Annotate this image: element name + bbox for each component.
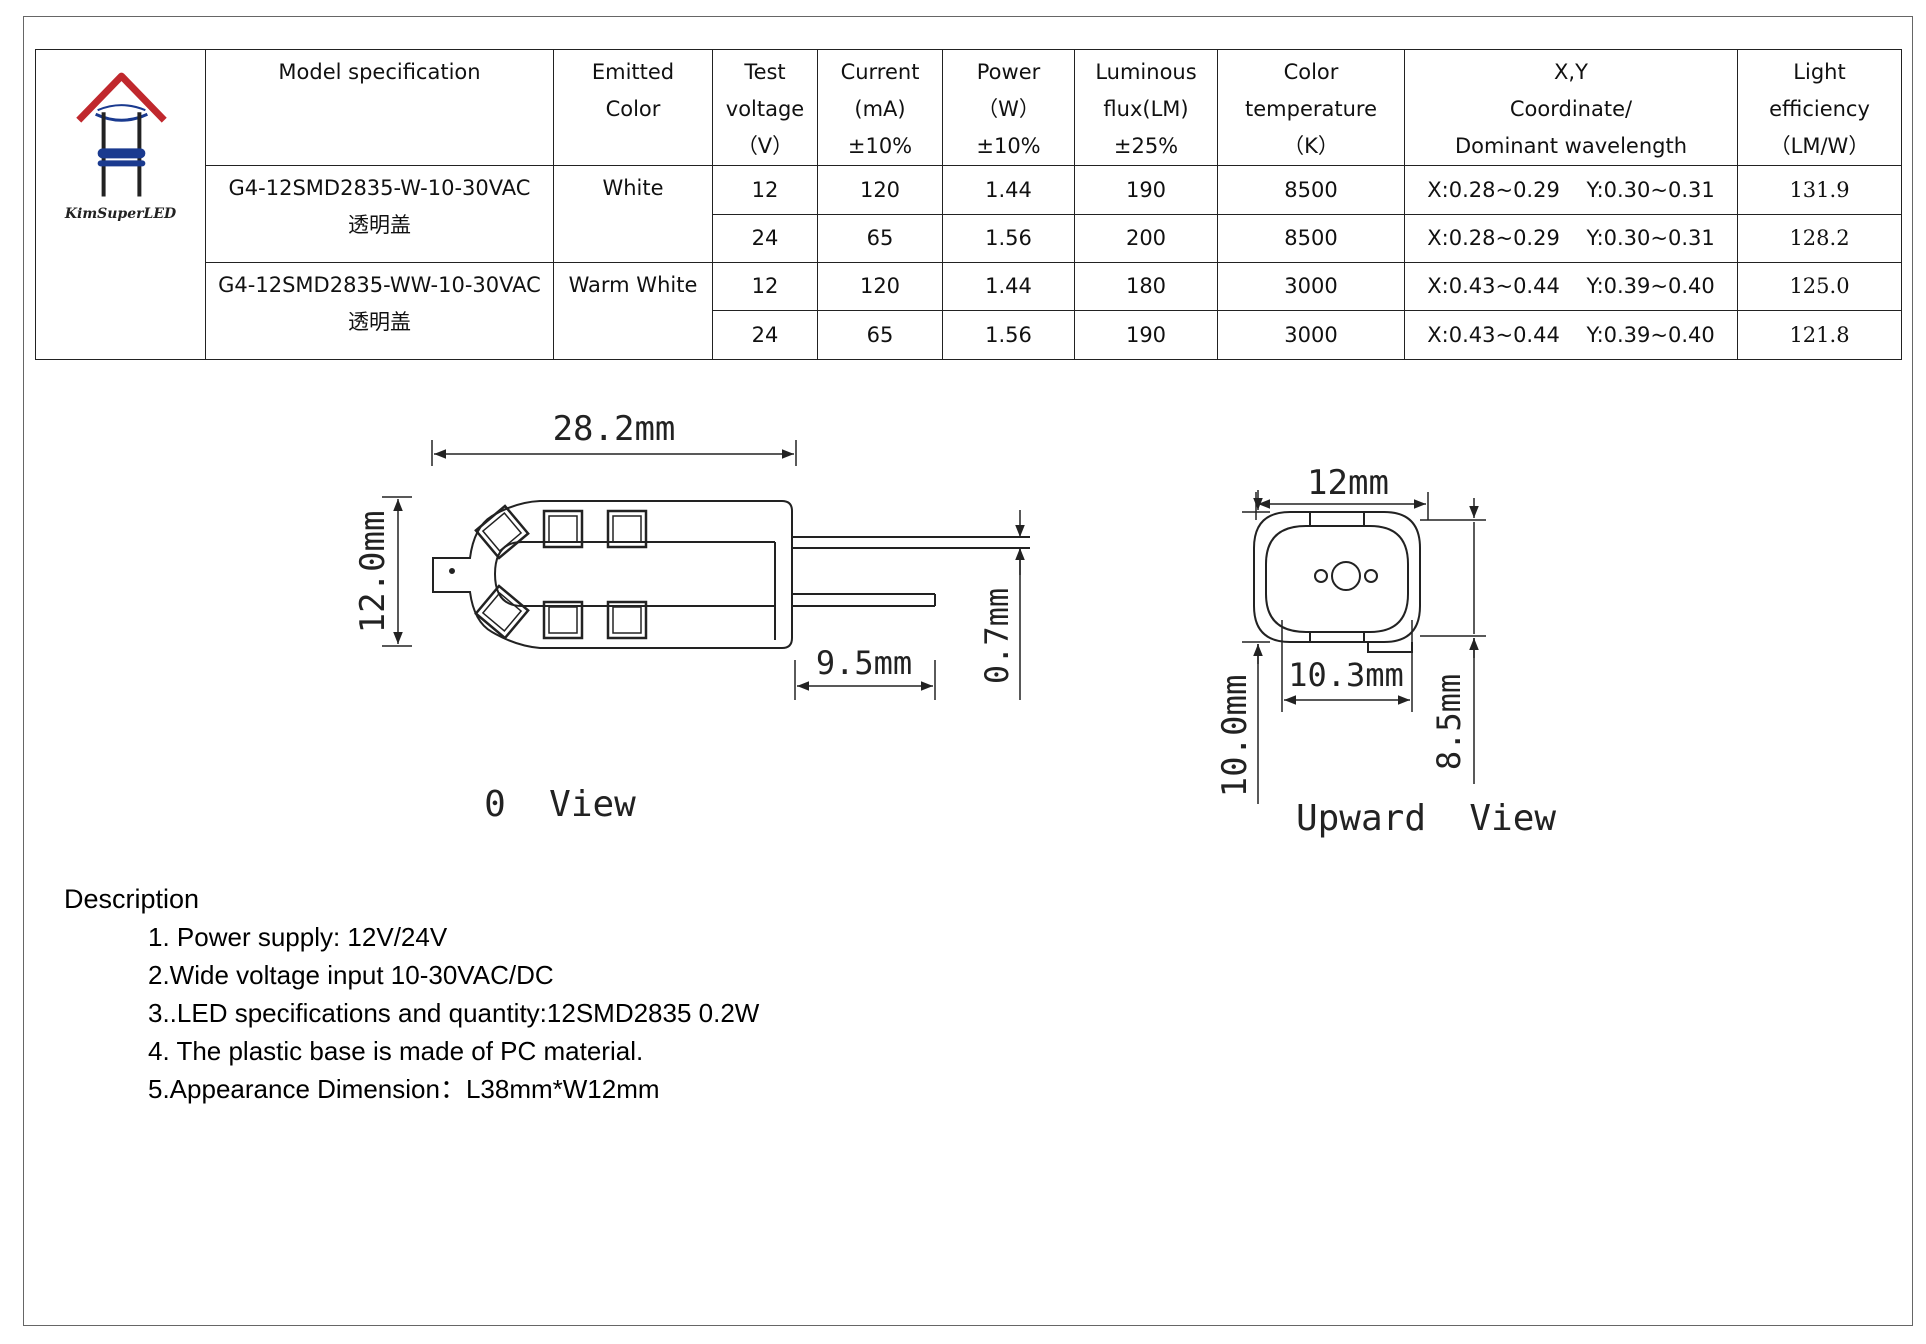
dim-inner-width: 10.3mm bbox=[1288, 656, 1404, 694]
flux-cell: 190 bbox=[1074, 165, 1218, 215]
front-view-drawing bbox=[382, 440, 1030, 700]
flux-cell: 200 bbox=[1074, 214, 1218, 263]
xy-cell: X:0.28~0.29 Y:0.30~0.31 bbox=[1404, 165, 1738, 215]
list-item: 3..LED specifications and quantity:12SMD… bbox=[148, 998, 760, 1028]
flux-cell: 190 bbox=[1074, 310, 1218, 360]
efficiency-cell: 128.2 bbox=[1737, 214, 1902, 263]
power-cell: 1.44 bbox=[942, 262, 1075, 311]
front-view-label: 0 View bbox=[484, 784, 636, 825]
color-cell: Warm White bbox=[553, 262, 713, 360]
current-cell: 65 bbox=[817, 310, 943, 360]
xy-cell: X:0.43~0.44 Y:0.39~0.40 bbox=[1404, 262, 1738, 311]
description-title: Description bbox=[64, 884, 200, 914]
upward-view-drawing bbox=[1242, 490, 1486, 804]
dim-length: 28.2mm bbox=[553, 409, 676, 449]
efficiency-cell: 131.9 bbox=[1737, 165, 1902, 215]
dim-right-height: 8.5mm bbox=[1430, 674, 1468, 770]
flux-cell: 180 bbox=[1074, 262, 1218, 311]
current-cell: 120 bbox=[817, 262, 943, 311]
header-power: Power（W）±10% bbox=[942, 49, 1075, 166]
list-item: 2.Wide voltage input 10-30VAC/DC bbox=[148, 960, 554, 990]
brand-name: KimSuperLED bbox=[64, 206, 177, 222]
dim-height: 12.0mm bbox=[353, 511, 393, 634]
logo-cell: KimSuperLED bbox=[35, 49, 206, 360]
description-list: 1. Power supply: 12V/24V 2.Wide voltage … bbox=[64, 918, 759, 1108]
description-section: Description 1. Power supply: 12V/24V 2.W… bbox=[64, 880, 759, 1108]
table-row: 24 65 1.56 200 8500 X:0.28~0.29 Y:0.30~0… bbox=[36, 214, 1902, 263]
xy-cell: X:0.28~0.29 Y:0.30~0.31 bbox=[1404, 214, 1738, 263]
cct-cell: 8500 bbox=[1217, 214, 1405, 263]
cct-cell: 3000 bbox=[1217, 262, 1405, 311]
efficiency-cell: 125.0 bbox=[1737, 262, 1902, 311]
page-frame bbox=[23, 16, 1913, 1326]
list-item: 5.Appearance Dimension：L38mm*W12mm bbox=[148, 1074, 660, 1104]
efficiency-cell: 121.8 bbox=[1737, 310, 1902, 360]
header-current: Current(mA)±10% bbox=[817, 49, 943, 166]
dim-left-height: 10.0mm bbox=[1215, 675, 1255, 798]
dim-pin-length: 9.5mm bbox=[816, 644, 912, 682]
dim-top-width: 12mm bbox=[1307, 463, 1389, 503]
voltage-cell: 24 bbox=[712, 310, 818, 360]
dim-pin-diameter: 0.7mm bbox=[978, 588, 1016, 684]
power-cell: 1.56 bbox=[942, 310, 1075, 360]
current-cell: 65 bbox=[817, 214, 943, 263]
power-cell: 1.44 bbox=[942, 165, 1075, 215]
voltage-cell: 12 bbox=[712, 165, 818, 215]
list-item: 1. Power supply: 12V/24V bbox=[148, 922, 448, 952]
upward-view-label: Upward View bbox=[1296, 798, 1556, 839]
voltage-cell: 12 bbox=[712, 262, 818, 311]
house-lamp-logo-icon bbox=[76, 72, 167, 197]
table-row: 24 65 1.56 190 3000 X:0.43~0.44 Y:0.39~0… bbox=[36, 310, 1902, 360]
xy-cell: X:0.43~0.44 Y:0.39~0.40 bbox=[1404, 310, 1738, 360]
list-item: 4. The plastic base is made of PC materi… bbox=[148, 1036, 644, 1066]
